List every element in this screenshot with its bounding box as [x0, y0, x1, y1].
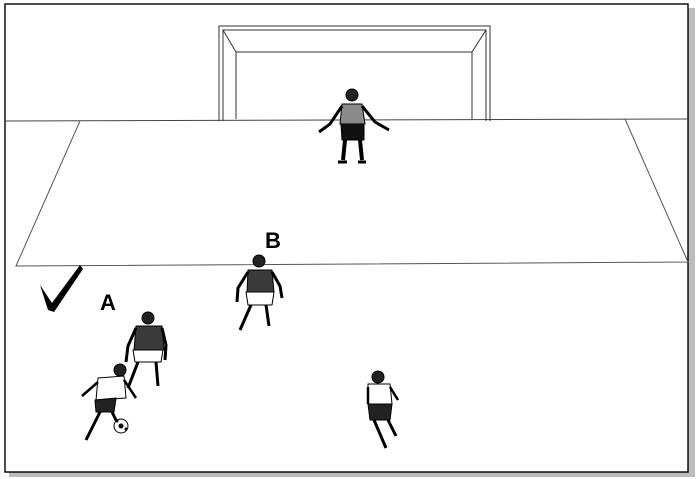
soccer-ball-icon	[114, 419, 128, 433]
label-a: A	[100, 292, 116, 314]
label-b: B	[265, 230, 281, 252]
